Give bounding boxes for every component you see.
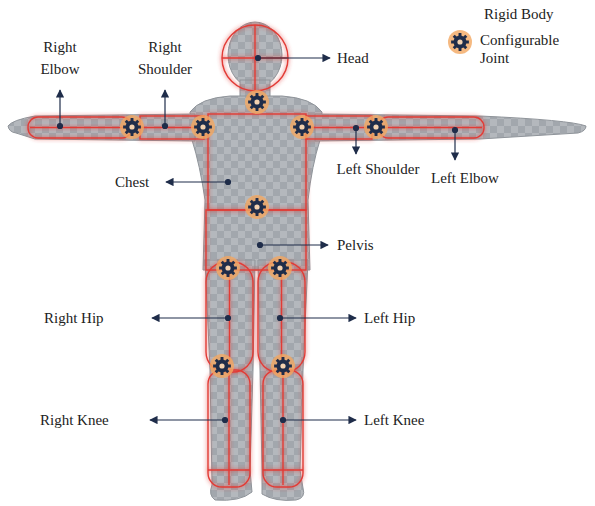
joint-swatch	[446, 30, 480, 54]
part-label: Left Hip	[364, 307, 464, 329]
rigid-body-swatch	[440, 4, 484, 28]
part-label: Right Shoulder	[123, 36, 207, 80]
part-label: Left Knee	[364, 409, 464, 431]
legend-item: Rigid Body	[440, 4, 584, 28]
rigid-bodies	[28, 25, 484, 487]
part-label: Left Shoulder	[336, 158, 420, 180]
part-label: Pelvis	[337, 234, 407, 256]
legend-item: Configurable Joint	[446, 30, 572, 67]
leader-arrows	[58, 56, 458, 423]
part-label: Right Hip	[44, 307, 144, 329]
legend-text: Rigid Body	[484, 5, 584, 23]
part-label: Left Elbow	[408, 167, 522, 189]
part-label: Right Knee	[40, 409, 144, 431]
silhouette	[8, 22, 586, 500]
part-label: Head	[337, 47, 407, 69]
part-label: Chest	[115, 171, 165, 193]
legend-text: Configurable Joint	[480, 31, 572, 67]
joint-icons	[120, 90, 388, 378]
part-label: Right Elbow	[28, 36, 92, 80]
